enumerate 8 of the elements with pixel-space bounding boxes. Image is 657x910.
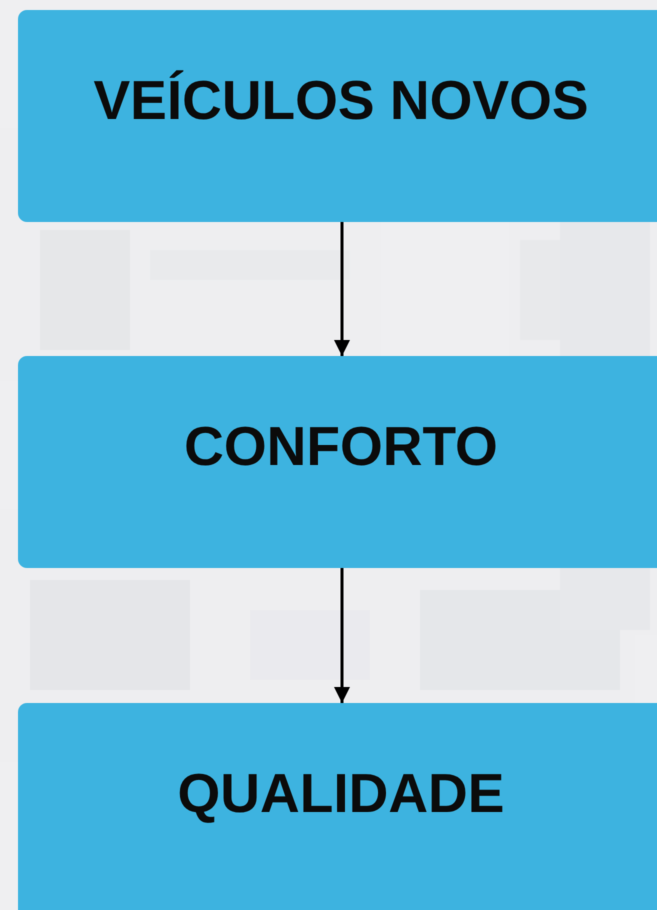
arrow <box>334 568 350 703</box>
box-label: CONFORTO <box>183 418 499 474</box>
process-box <box>18 703 657 910</box>
arrow <box>334 222 350 356</box>
box-label: QUALIDADE <box>176 765 506 821</box>
process-box <box>18 356 657 568</box>
process-box <box>18 10 657 222</box>
box-label: VEÍCULOS NOVOS <box>92 72 590 128</box>
